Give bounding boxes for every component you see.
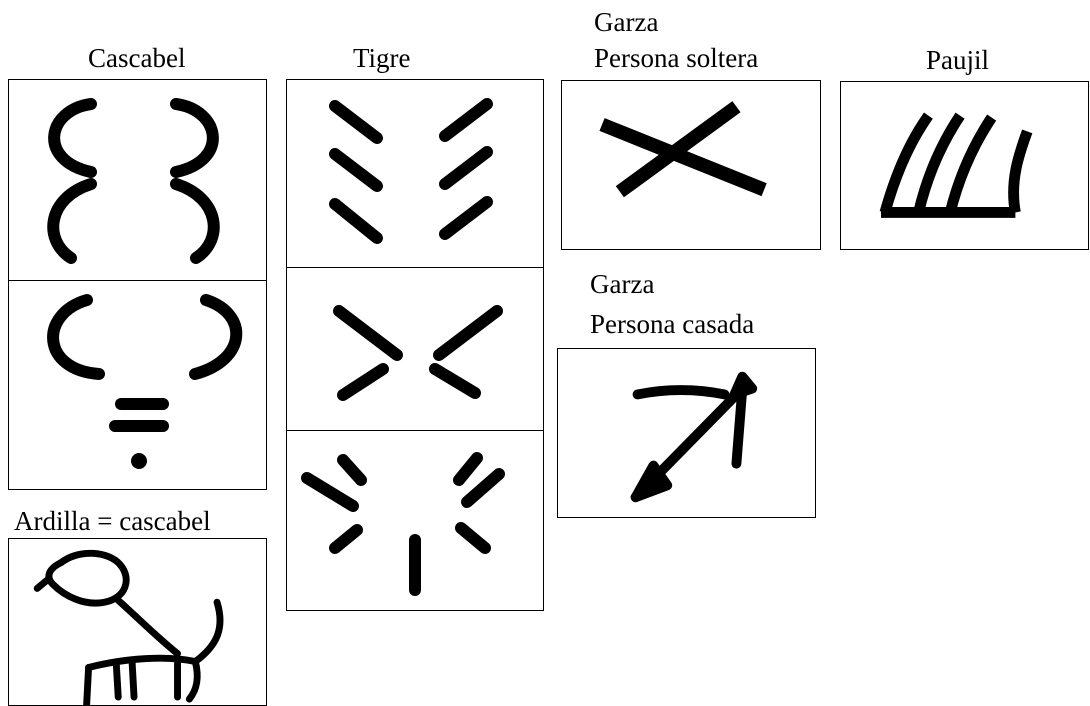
tigre-glyph-bottom <box>287 430 545 612</box>
label-paujil: Paujil <box>926 45 989 75</box>
label-cascabel: Cascabel <box>88 43 185 73</box>
paujil-glyph <box>841 82 1088 249</box>
cascabel-glyph-top <box>9 80 268 280</box>
label-tigre: Tigre <box>353 43 411 73</box>
panel-tigre <box>286 79 544 611</box>
tigre-glyph-top <box>287 80 545 267</box>
panel-cascabel <box>8 79 267 490</box>
panel-ardilla <box>8 538 267 706</box>
label-persona-casada: Persona casada <box>590 309 754 339</box>
cascabel-glyph-bottom <box>9 280 268 491</box>
label-garza-casada-title: Garza <box>590 269 654 299</box>
panel-paujil <box>840 81 1089 250</box>
tigre-glyph-middle <box>287 267 545 430</box>
garza-casada-glyph <box>558 349 815 517</box>
label-garza-soltera-title: Garza <box>594 7 658 37</box>
garza-soltera-glyph <box>562 81 820 249</box>
panel-garza-soltera <box>561 80 821 250</box>
ardilla-glyph <box>9 539 266 705</box>
label-ardilla-cascabel: Ardilla = cascabel <box>14 506 211 536</box>
label-persona-soltera: Persona soltera <box>594 43 758 73</box>
panel-garza-casada <box>557 348 816 518</box>
